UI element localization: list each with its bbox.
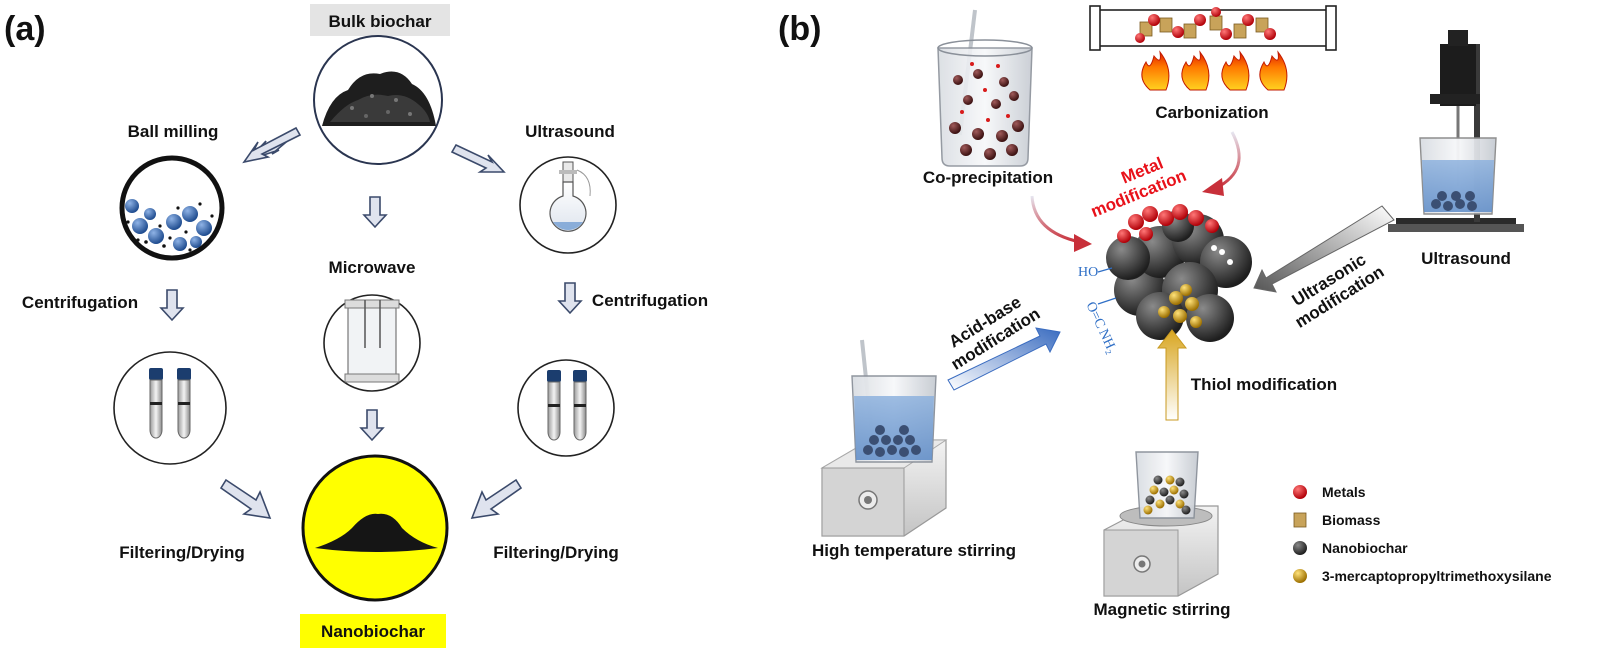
hydroxyl-bond [1097, 267, 1113, 273]
microwave-image [323, 294, 421, 392]
arrow-coprecip-to-center [1030, 195, 1081, 244]
arrow-ball-to-centrifuge [160, 289, 184, 321]
high-temperature-stirring-label: High temperature stirring [812, 541, 1016, 560]
panel-a-label: (a) [4, 10, 46, 48]
magnetic-stirring-label: Magnetic stirring [1094, 600, 1231, 619]
nanobiochar-label-box [300, 614, 446, 648]
carbonyl-group-label: O=C [1082, 300, 1107, 331]
ball-milling-label: Ball milling [128, 122, 219, 141]
panel-b-label: (b) [778, 10, 821, 48]
arrow-to-ball-milling [242, 126, 302, 164]
arrow-carbonization-to-center [1215, 131, 1241, 190]
bulk-biochar-label-box [310, 4, 450, 36]
acid-base-arrow [947, 327, 1061, 391]
legend-label-mptms: 3-mercaptopropyltrimethoxysilane [1322, 568, 1552, 584]
co-precipitation-beaker [937, 9, 1033, 167]
legend-item-mptms: 3-mercaptopropyltrimethoxysilane [1293, 568, 1552, 584]
high-temperature-stirrer [820, 339, 948, 537]
ultrasonic-arrow [1253, 205, 1395, 293]
arrow-left-to-nanobiochar [219, 478, 272, 520]
panel-b: (b) Co-precipitation [778, 5, 1552, 619]
arrow-coprecip-head [1074, 234, 1092, 252]
arrow-carbonization-head [1202, 178, 1224, 196]
thiol-arrow [1156, 329, 1188, 421]
nanobiochar-swatch [1293, 541, 1307, 555]
carbonization-furnace [1089, 5, 1337, 91]
arrow-microwave-to-nanobiochar [360, 409, 384, 441]
legend-label-biomass: Biomass [1322, 512, 1381, 528]
ultrasound-label-b: Ultrasound [1421, 249, 1511, 268]
arrow-to-microwave [363, 196, 387, 228]
filtering-right-label: Filtering/Drying [493, 543, 619, 562]
ultrasound-label-a: Ultrasound [525, 122, 615, 141]
amide-bond [1097, 297, 1117, 305]
arrow-right-to-nanobiochar [470, 478, 523, 520]
centrifugation-right-label: Centrifugation [592, 291, 708, 310]
legend-item-metals: Metals [1293, 484, 1366, 500]
centrifugation-left-label: Centrifugation [22, 293, 138, 312]
filtering-left-label: Filtering/Drying [119, 543, 245, 562]
modified-nanobiochar-cluster [1106, 204, 1252, 342]
ball-milling-image [119, 155, 225, 261]
metals-swatch [1293, 485, 1307, 499]
test-tubes-left-image [113, 351, 227, 465]
magnetic-stirrer [1103, 451, 1219, 597]
legend-label-metals: Metals [1322, 484, 1366, 500]
amine-group-label: NH₂ [1095, 327, 1119, 356]
legend-item-nanobiochar: Nanobiochar [1293, 540, 1408, 556]
nanobiochar-image [301, 454, 449, 602]
bulk-biochar-image [313, 35, 443, 165]
legend-item-biomass: Biomass [1293, 512, 1381, 528]
bulk-biochar-label: Bulk biochar [329, 12, 432, 31]
carbonization-label: Carbonization [1155, 103, 1268, 122]
legend-label-nanobiochar: Nanobiochar [1322, 540, 1408, 556]
test-tubes-right-image [517, 359, 615, 457]
legend: Metals Biomass Nanobiochar 3-mercaptopro… [1293, 484, 1552, 584]
ultrasound-stand [1388, 30, 1524, 232]
hydroxyl-group-label: HO [1078, 265, 1098, 280]
biomass-swatch [1293, 512, 1307, 528]
arrow-to-ultrasound [450, 143, 506, 173]
thiol-modification-label: Thiol modification [1191, 375, 1337, 394]
ultrasound-flask-image [519, 156, 617, 254]
microwave-label: Microwave [329, 258, 416, 277]
co-precipitation-label: Co-precipitation [923, 168, 1053, 187]
mptms-swatch [1293, 569, 1307, 583]
panel-a: (a) Bulk biochar Ball milling Ultrasound [4, 4, 708, 648]
arrow-ultrasound-to-centrifuge [558, 282, 582, 314]
nanobiochar-label: Nanobiochar [321, 622, 425, 641]
